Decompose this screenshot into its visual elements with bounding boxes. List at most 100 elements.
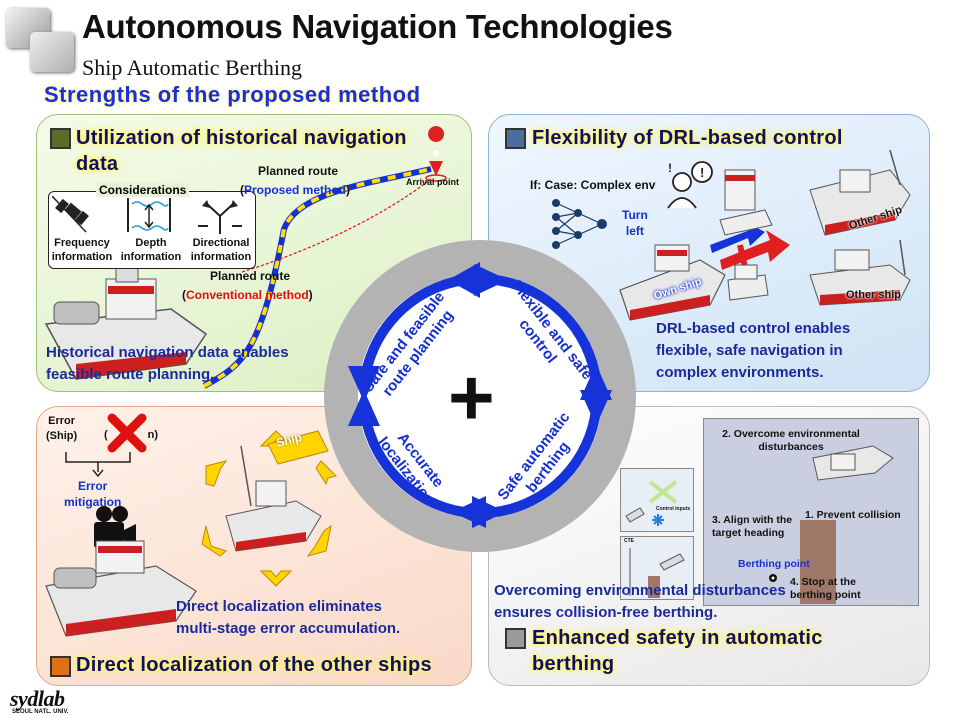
consid-depth-line2: information bbox=[120, 251, 182, 263]
direction-arrows-icon bbox=[198, 200, 242, 234]
consid-frequency-line2: information bbox=[51, 251, 113, 263]
step2-label: 2. Overcome environmental disturbances bbox=[717, 428, 865, 454]
q3-desc-line2: multi-stage error accumulation. bbox=[176, 620, 401, 637]
berthing-point-label: Berthing point bbox=[738, 558, 810, 570]
q2-description: DRL-based control enables flexible, safe… bbox=[656, 318, 850, 384]
error-mitigation-label: Error mitigation bbox=[64, 478, 121, 510]
q2-desc-line3: complex environments. bbox=[656, 364, 824, 381]
arrowhead-bl bbox=[348, 390, 380, 426]
svg-text:!: ! bbox=[700, 165, 704, 180]
arrival-point-label: Arrival point bbox=[406, 177, 460, 187]
ship-tag-icon bbox=[267, 430, 329, 465]
error-second-tail: n) bbox=[147, 429, 159, 441]
arrival-pin-icon bbox=[428, 126, 445, 142]
step2-line2: disturbances bbox=[758, 441, 824, 453]
consid-directional: Directional information bbox=[186, 236, 256, 264]
arrowhead-tr-start bbox=[448, 262, 480, 298]
consid-depth-line1: Depth bbox=[135, 237, 167, 249]
planned-route-conventional-label: Planned route bbox=[210, 269, 291, 283]
control-ship-icon bbox=[625, 507, 645, 523]
conventional-method-label: (Conventional method) bbox=[182, 288, 313, 302]
proposed-method-text: Proposed method bbox=[244, 183, 347, 197]
berth-structure bbox=[800, 520, 836, 604]
page-subtitle: Ship Automatic Berthing bbox=[82, 55, 302, 80]
q2-marker-square bbox=[505, 128, 526, 149]
considerations-label: Considerations bbox=[96, 183, 190, 197]
thinking-person-icon: ! ! bbox=[667, 161, 713, 209]
cte-label: CTE bbox=[624, 538, 634, 544]
error-ship-line2: (Ship) bbox=[46, 430, 78, 442]
error-second-label: (n) bbox=[104, 429, 159, 441]
center-plus: + bbox=[448, 353, 495, 442]
own-ship-icon bbox=[619, 244, 726, 321]
cycle-arrows-graphic bbox=[348, 262, 612, 528]
control-inputs-label: Control inputs bbox=[656, 506, 691, 512]
q2-desc-line2: flexible, safe navigation in bbox=[656, 342, 843, 359]
q1-route-graphic bbox=[44, 126, 447, 389]
other-ship-center-icon bbox=[719, 169, 773, 301]
neural-network-icon bbox=[552, 199, 607, 249]
sydlab-logo-sub: SEOUL NATL. UNIV. bbox=[12, 709, 69, 715]
turn-left-line1: Turn bbox=[622, 208, 648, 222]
error-flow-graphic bbox=[65, 413, 147, 478]
step3-line2: target heading bbox=[712, 527, 785, 539]
q4-marker-square bbox=[505, 628, 526, 649]
conventional-method-text: Conventional method bbox=[186, 288, 309, 302]
svg-text:!: ! bbox=[668, 161, 672, 175]
control-inputs-graphic bbox=[625, 480, 678, 526]
q4-description: Overcoming environmental disturbances en… bbox=[494, 580, 786, 624]
cte-ship-icon bbox=[659, 553, 685, 571]
header-logo-square-front bbox=[30, 32, 74, 72]
q2-title: Flexibility of DRL-based control bbox=[532, 127, 843, 149]
q3-own-ship-icon bbox=[45, 540, 197, 637]
step4-label: 4. Stop at the berthing point bbox=[790, 576, 861, 602]
q4-desc-line1: Overcoming environmental disturbances bbox=[494, 582, 786, 599]
arrow-top-right bbox=[495, 275, 601, 381]
complex-env-label: If: Case: Complex env bbox=[530, 178, 656, 192]
q1-title-line2: data bbox=[76, 153, 119, 175]
proposed-route-dash bbox=[203, 167, 432, 388]
q1-title: Utilization of historical navigation dat… bbox=[76, 125, 407, 177]
arrowhead-t bbox=[474, 264, 508, 296]
section-heading: Strengths of the proposed method bbox=[44, 82, 421, 107]
error-mitigation-line1: Error bbox=[77, 479, 108, 493]
turn-left-line2: left bbox=[625, 224, 644, 238]
considerations-icons bbox=[52, 196, 242, 234]
other-ship-bottom-icon bbox=[809, 239, 911, 306]
q3-description: Direct localization eliminates multi-sta… bbox=[176, 596, 400, 640]
step3-line1: 3. Align with the bbox=[712, 514, 793, 526]
consid-directional-line2: information bbox=[190, 251, 252, 263]
satellite-icon bbox=[52, 196, 89, 233]
consid-frequency: Frequency information bbox=[48, 236, 116, 264]
q1-description: Historical navigation data enables feasi… bbox=[46, 342, 289, 386]
q2-desc-line1: DRL-based control enables bbox=[656, 320, 851, 337]
bounding-brackets-icon bbox=[201, 430, 337, 587]
berthing-map-graphic bbox=[769, 445, 894, 582]
cte-graphic bbox=[629, 548, 685, 598]
step4-line1: 4. Stop at the bbox=[790, 576, 856, 588]
step1-label: 1. Prevent collision bbox=[805, 509, 901, 521]
step4-line2: berthing point bbox=[790, 589, 861, 601]
q1-desc-line1: Historical navigation data enables bbox=[46, 344, 289, 361]
arrowhead-tl bbox=[348, 366, 380, 402]
propeller-icon bbox=[652, 514, 664, 526]
proposed-method-label: (Proposed method) bbox=[240, 183, 351, 197]
sydlab-logo: sydlab bbox=[10, 686, 65, 711]
red-arrow-icon bbox=[720, 230, 790, 270]
q3-desc-line1: Direct localization eliminates bbox=[176, 598, 382, 615]
detected-ship-icon bbox=[225, 445, 322, 552]
q1-marker-square bbox=[50, 128, 71, 149]
q4-title-line1: Enhanced safety in automatic bbox=[532, 627, 823, 649]
q3-ships-graphic bbox=[45, 430, 337, 637]
arrowhead-br bbox=[580, 390, 612, 426]
step2-line1: 2. Overcome environmental bbox=[722, 428, 860, 440]
turn-left-label: Turn left bbox=[622, 207, 648, 239]
q1-title-line1: Utilization of historical navigation bbox=[76, 127, 407, 149]
page-title: Autonomous Navigation Technologies bbox=[82, 8, 673, 45]
step3-label: 3. Align with the target heading bbox=[712, 514, 792, 540]
depth-icon bbox=[127, 198, 171, 232]
q1-desc-line2: feasible route planning. bbox=[46, 366, 215, 383]
error-ship-line1: Error bbox=[48, 415, 76, 427]
berthing-ship-icon bbox=[812, 445, 894, 481]
arrow-bottom-right bbox=[495, 409, 601, 517]
